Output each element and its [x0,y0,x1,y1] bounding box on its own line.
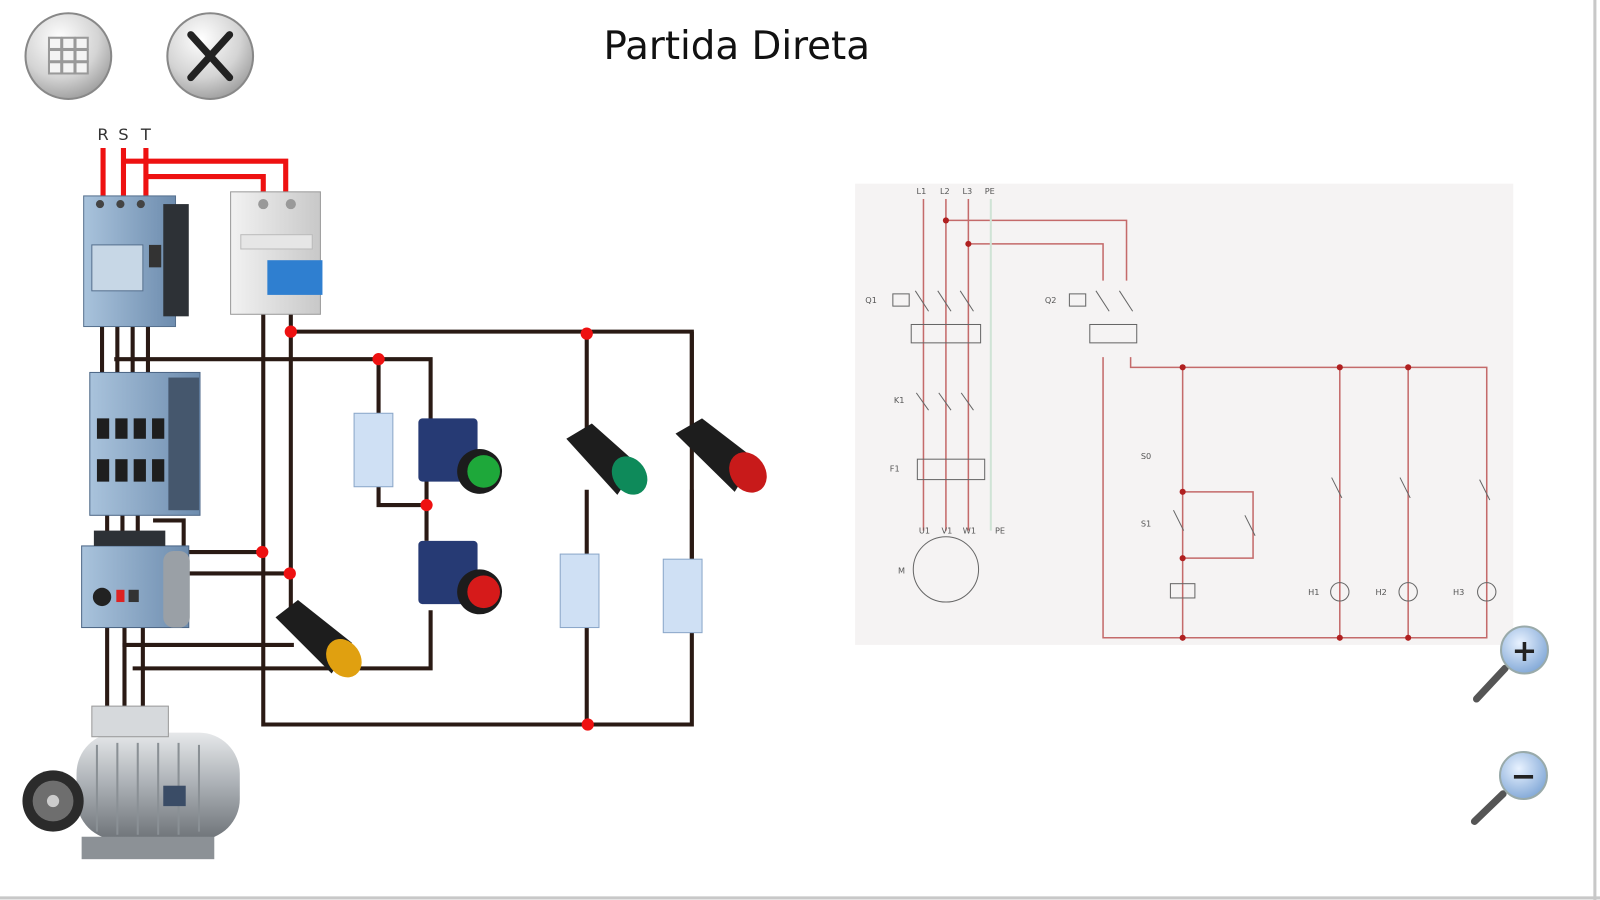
label-h1: H1 [1308,587,1319,597]
auxiliary-contact-block [353,412,703,634]
zoom-out-icon: − [1511,760,1537,795]
grid-menu-button[interactable] [24,12,113,100]
pilot-lamp-yellow [275,600,362,678]
phase-wires [100,147,289,199]
zoom-in-icon: + [1512,634,1538,669]
label-q1: Q1 [865,295,877,305]
stop-push-button-red[interactable] [418,540,503,615]
label-k1: K1 [894,395,905,405]
phase-label-s: S [118,125,128,144]
electric-motor[interactable] [22,705,240,860]
pilot-lamp-red [675,418,767,493]
pilot-lamp-green [566,423,648,495]
schematic-diagram[interactable]: L1 L2 L3 PE Q1 Q2 K1 F1 M S0 S1 [855,183,1514,645]
label-f1: F1 [890,463,900,473]
label-q2: Q2 [1045,295,1057,305]
label-h3: H3 [1453,587,1464,597]
terminal-v1: V1 [942,526,953,536]
label-s0: S0 [1141,451,1151,461]
overload-relay[interactable] [81,530,190,629]
supply-label-pe: PE [985,186,995,196]
phase-label-t: T [140,125,152,144]
zoom-in-button[interactable]: + [1472,625,1549,703]
supply-label-l3: L3 [962,186,972,196]
terminal-pe: PE [995,526,1005,536]
supply-label-l1: L1 [917,186,927,196]
close-button[interactable] [166,12,255,100]
terminal-w1: W1 [963,526,976,536]
motor-protection-breaker[interactable] [83,195,189,328]
start-push-button-green[interactable] [418,418,503,494]
close-icon [187,31,234,82]
terminal-u1: U1 [919,526,930,536]
miniature-circuit-breaker[interactable] [230,191,323,315]
zoom-out-button[interactable]: − [1470,751,1548,825]
grid-icon [47,36,89,75]
label-h2: H2 [1376,587,1387,597]
label-m: M [898,565,905,575]
label-s1: S1 [1141,519,1151,529]
contactor[interactable] [89,371,201,516]
junction-dots [256,325,594,731]
phase-label-r: R [97,125,108,144]
supply-label-l2: L2 [940,186,950,196]
page-title: Partida Direta [603,24,870,69]
